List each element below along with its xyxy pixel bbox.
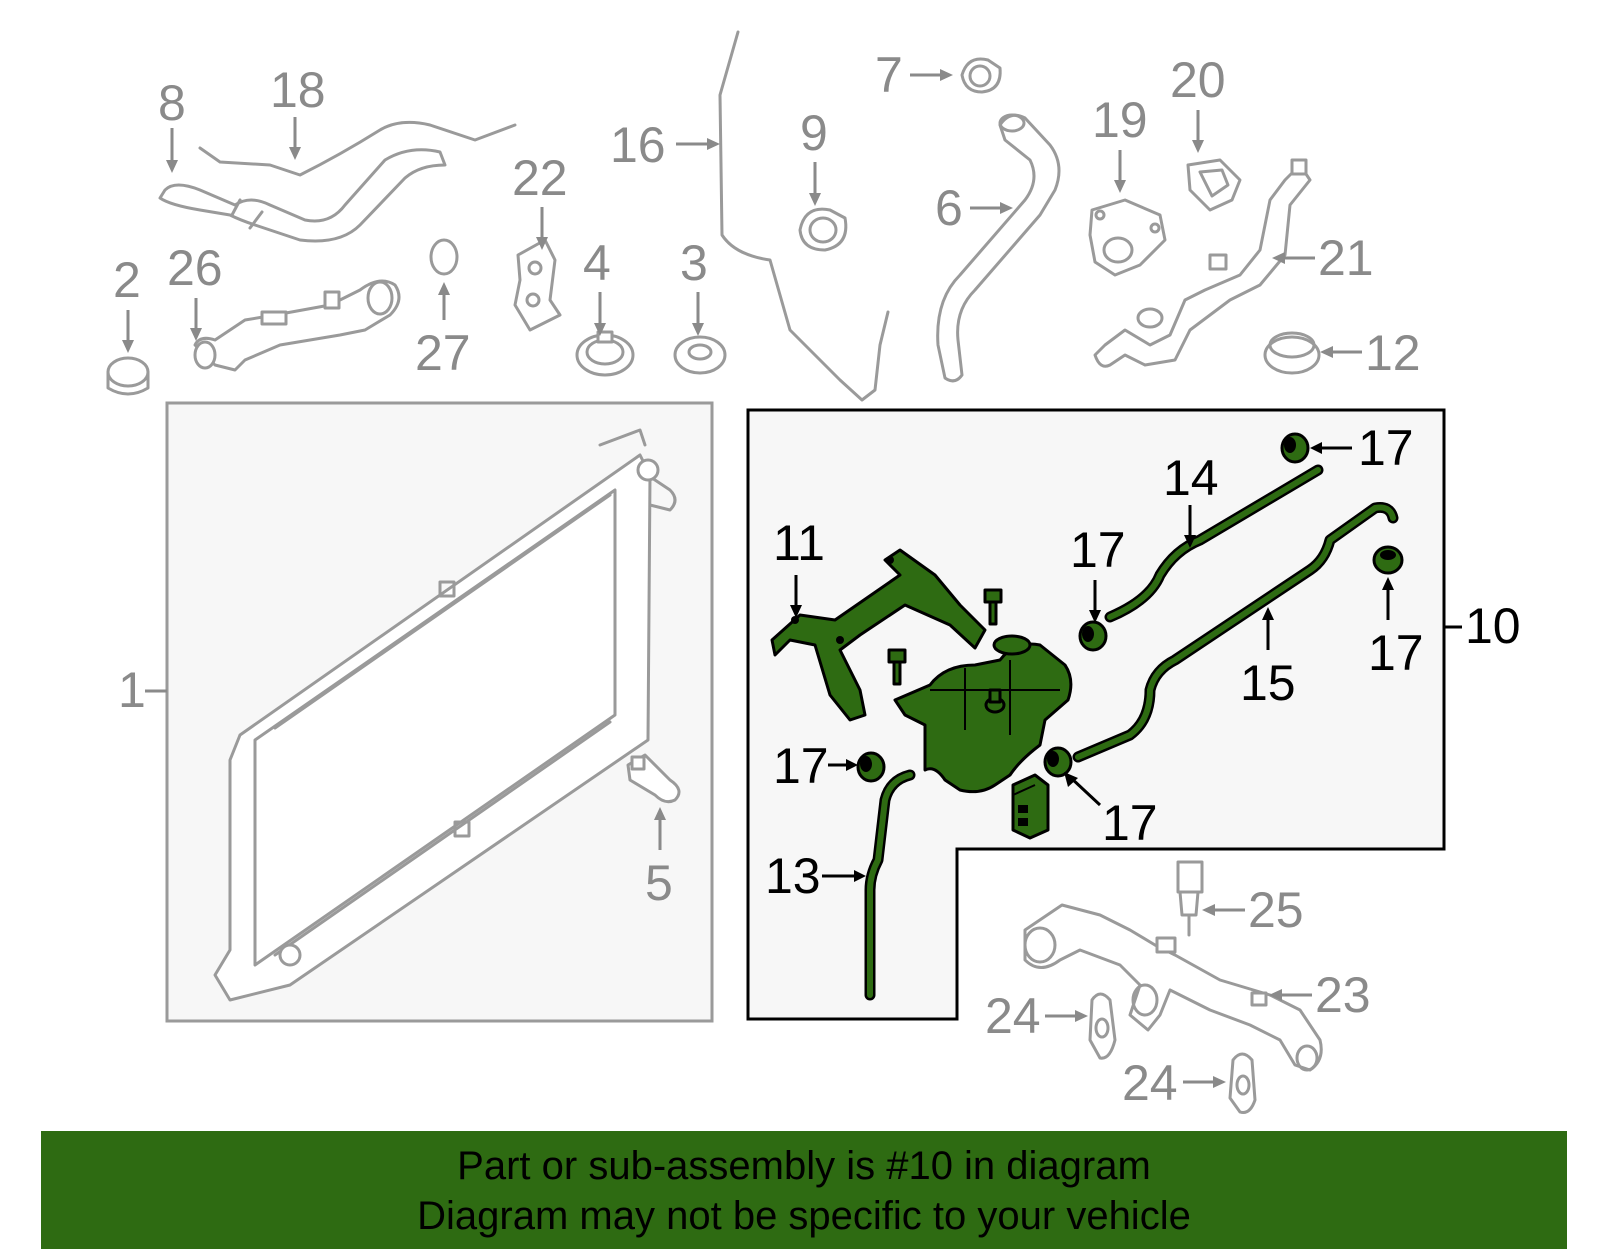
clamp-17-c <box>1372 545 1404 575</box>
info-banner: Part or sub-assembly is #10 in diagram D… <box>41 1131 1567 1249</box>
callout-9: 9 <box>800 105 828 161</box>
clamp-17-e <box>1043 746 1073 778</box>
level-sensor <box>1011 773 1050 840</box>
sensor-5 <box>626 753 681 804</box>
callout-12: 12 <box>1365 325 1421 381</box>
clamp-17-b <box>1078 620 1108 652</box>
callout-5: 5 <box>645 855 673 911</box>
callout-2: 2 <box>113 252 141 308</box>
thermostat-housing-19 <box>1088 198 1167 277</box>
callout-11: 11 <box>773 515 825 571</box>
callout-19: 19 <box>1092 92 1148 148</box>
seal-3 <box>673 335 727 375</box>
reservoir-group: 11 14 17 17 17 15 10 17 17 13 <box>746 408 1521 1021</box>
callout-20: 20 <box>1170 52 1226 108</box>
radiator-group: 1 <box>118 401 714 1023</box>
bolt-lower <box>887 648 907 686</box>
clamp-17-a <box>1280 432 1310 464</box>
callout-21: 21 <box>1318 230 1374 286</box>
hose-15 <box>1072 502 1399 763</box>
callout-15: 15 <box>1240 655 1296 711</box>
reservoir-box <box>746 408 1446 1021</box>
o-ring-27 <box>429 238 459 276</box>
clamp-9 <box>798 207 848 252</box>
callout-17-mid: 17 <box>1070 522 1126 578</box>
bolt-upper <box>983 588 1003 626</box>
gasket-20 <box>1186 158 1242 212</box>
banner-line-1: Part or sub-assembly is #10 in diagram <box>457 1144 1151 1188</box>
callout-1: 1 <box>118 662 146 718</box>
gasket-24-a <box>1088 992 1117 1060</box>
callout-17-right: 17 <box>1368 625 1424 681</box>
clamp-7 <box>960 57 1002 94</box>
overflow-line-16 <box>718 30 890 402</box>
lower-hose-6 <box>936 113 1061 383</box>
upper-hose-wire <box>198 120 517 177</box>
callout-18: 18 <box>270 62 326 118</box>
coolant-reservoir-tank <box>893 634 1073 794</box>
radiator <box>213 428 677 1002</box>
gasket-22 <box>513 238 562 332</box>
callout-27: 27 <box>415 325 471 381</box>
callout-24-b: 24 <box>1122 1055 1178 1111</box>
callout-6: 6 <box>935 180 963 236</box>
callout-17-top: 17 <box>1358 420 1414 476</box>
hose-13 <box>864 769 916 1001</box>
callout-8: 8 <box>158 75 186 131</box>
callout-10: 10 <box>1465 598 1521 654</box>
callout-13: 13 <box>765 848 821 904</box>
callout-16: 16 <box>610 117 666 173</box>
callout-17-bottom: 17 <box>1102 795 1158 851</box>
callout-25: 25 <box>1248 882 1304 938</box>
callout-3: 3 <box>680 235 708 291</box>
callout-7: 7 <box>875 47 903 103</box>
banner-line-2: Diagram may not be specific to your vehi… <box>417 1194 1191 1238</box>
callout-26: 26 <box>167 240 223 296</box>
leader-17-bottom <box>1068 775 1102 807</box>
radiator-cap-4 <box>575 330 635 377</box>
water-pipe-21 <box>1093 158 1312 368</box>
clamp-17-d <box>856 751 886 783</box>
bracket <box>770 548 987 722</box>
sensor-25 <box>1176 860 1204 937</box>
callout-23: 23 <box>1315 967 1371 1023</box>
callout-14: 14 <box>1163 450 1219 506</box>
callout-4: 4 <box>583 235 611 291</box>
upper-radiator-hose <box>158 148 447 243</box>
callout-22: 22 <box>512 150 568 206</box>
cap-2 <box>106 356 150 396</box>
gasket-24-b <box>1228 1052 1257 1114</box>
callout-24-a: 24 <box>985 988 1041 1044</box>
callout-17-left: 17 <box>773 738 829 794</box>
water-outlet-26 <box>193 279 401 372</box>
cap-12 <box>1263 331 1321 375</box>
